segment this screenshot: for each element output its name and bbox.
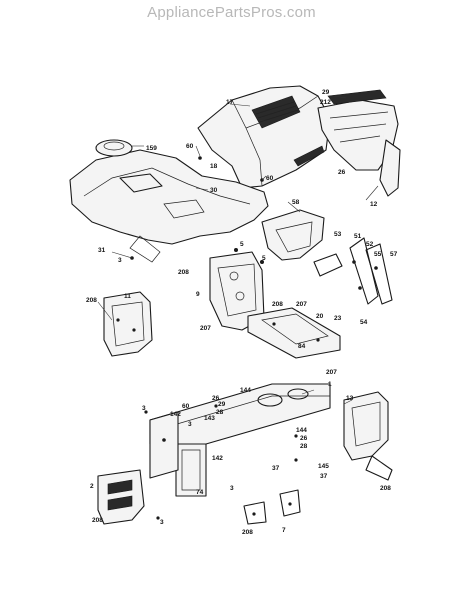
callout-207: 207 — [326, 369, 337, 376]
fender-part[interactable] — [69, 149, 269, 263]
callout-55: 55 — [374, 251, 382, 258]
callout-208: 208 — [92, 517, 103, 524]
callout-5: 5 — [262, 255, 266, 262]
callout-29: 29 — [218, 401, 226, 408]
rear-panel-part[interactable] — [343, 391, 393, 481]
bracket-set[interactable] — [313, 237, 393, 305]
callout-142: 142 — [170, 411, 181, 418]
callout-1: 1 — [328, 381, 332, 388]
callout-26: 26 — [300, 435, 308, 442]
callout-28: 28 — [216, 409, 224, 416]
callout-13: 13 — [346, 395, 354, 402]
callout-57: 57 — [390, 251, 398, 258]
callout-18: 18 — [210, 163, 218, 170]
callout-37: 37 — [320, 473, 328, 480]
callout-60: 60 — [186, 143, 194, 150]
callout-12: 12 — [370, 201, 378, 208]
callout-31: 31 — [98, 247, 106, 254]
frame-part[interactable] — [149, 383, 331, 497]
step-plate-part[interactable] — [247, 307, 341, 359]
callout-26: 26 — [338, 169, 346, 176]
leader-lines — [97, 95, 379, 405]
callout-37: 37 — [272, 465, 280, 472]
hood-part[interactable] — [197, 85, 331, 189]
callout-28: 28 — [300, 443, 308, 450]
callout-7: 7 — [282, 527, 286, 534]
callout-3: 3 — [118, 257, 122, 264]
callout-142: 142 — [212, 455, 223, 462]
callout-26: 26 — [212, 395, 220, 402]
callout-60: 60 — [182, 403, 190, 410]
front-panel-part[interactable] — [103, 291, 153, 357]
callout-54: 54 — [360, 319, 368, 326]
callout-143: 143 — [204, 415, 215, 422]
callout-3: 3 — [230, 485, 234, 492]
callout-207: 207 — [296, 301, 307, 308]
callout-144: 144 — [240, 387, 251, 394]
callout-3: 3 — [142, 405, 146, 412]
callout-208: 208 — [242, 529, 253, 536]
callout-208: 208 — [86, 297, 97, 304]
callout-74: 74 — [196, 489, 204, 496]
shield-part[interactable] — [261, 209, 325, 261]
callout-5: 5 — [240, 241, 244, 248]
hitch-plate-part[interactable] — [97, 469, 145, 525]
callout-29: 29 — [322, 89, 330, 96]
callout-3: 3 — [188, 421, 192, 428]
callout-208: 208 — [272, 301, 283, 308]
callout-52: 52 — [366, 241, 374, 248]
callout-208: 208 — [380, 485, 391, 492]
callout-9: 9 — [196, 291, 200, 298]
callout-58: 58 — [292, 199, 300, 206]
callout-51: 51 — [354, 233, 362, 240]
callout-144: 144 — [296, 427, 307, 434]
callout-labels: 17 29 212 159 60 18 60 30 26 12 58 31 3 … — [86, 89, 398, 536]
seat-cup-part[interactable] — [95, 139, 133, 157]
callout-20: 20 — [316, 313, 324, 320]
callout-60: 60 — [266, 175, 274, 182]
grille-part[interactable] — [317, 89, 401, 197]
callout-2: 2 — [90, 483, 94, 490]
callout-212: 212 — [320, 99, 331, 106]
callout-53: 53 — [334, 231, 342, 238]
callout-84: 84 — [298, 343, 306, 350]
callout-3: 3 — [160, 519, 164, 526]
callout-159: 159 — [146, 145, 157, 152]
site-watermark: AppliancePartsPros.com — [147, 4, 316, 21]
callout-145: 145 — [318, 463, 329, 470]
callout-30: 30 — [210, 187, 218, 194]
callout-207: 207 — [200, 325, 211, 332]
callout-208: 208 — [178, 269, 189, 276]
callout-11: 11 — [124, 293, 131, 300]
axle-bracket-set[interactable] — [243, 489, 301, 525]
lower-rail-part[interactable] — [149, 411, 179, 479]
callout-23: 23 — [334, 315, 342, 322]
callout-17: 17 — [226, 99, 234, 106]
